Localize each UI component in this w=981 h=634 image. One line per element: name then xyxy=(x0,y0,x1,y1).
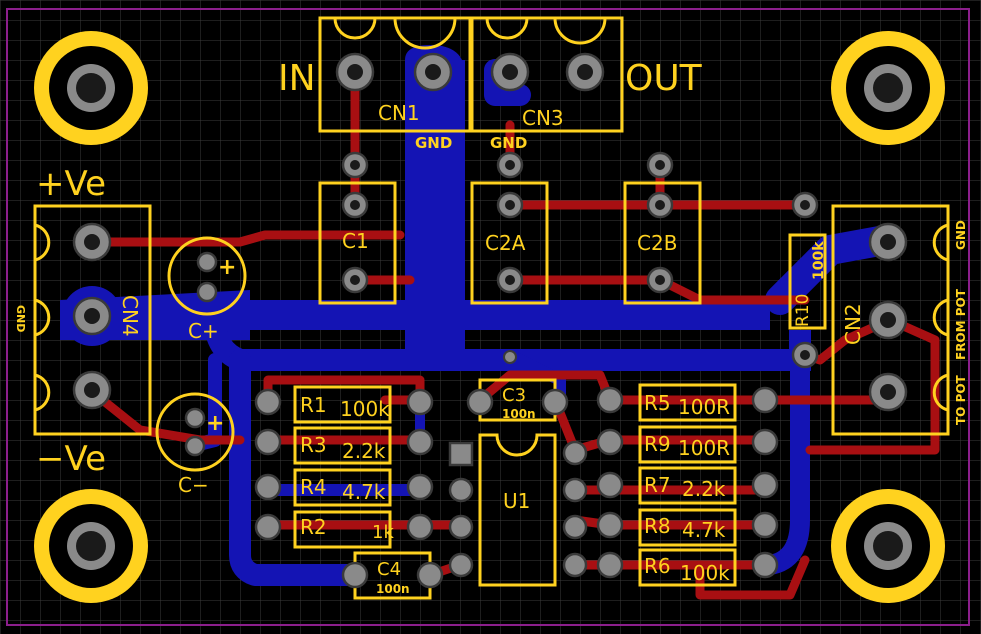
label-in: IN xyxy=(278,58,316,99)
label-r7-value: 2.2k xyxy=(682,477,726,501)
label-r6-value: 100k xyxy=(680,561,730,585)
pads xyxy=(72,52,908,589)
label-r5: R5 xyxy=(644,391,671,415)
label-c3-value: 100n xyxy=(502,407,536,421)
label-cn1: CN1 xyxy=(378,101,420,125)
label-c4-value: 100n xyxy=(376,582,410,596)
silkscreen-text: IN OUT CN1 CN3 GND GND +Ve −Ve CN4 GND C… xyxy=(14,58,968,596)
label-cn4: CN4 xyxy=(118,295,142,337)
label-r5-value: 100R xyxy=(678,395,730,419)
polarity-mark-c-minus: + xyxy=(206,411,224,436)
silkscreen-layer xyxy=(33,16,950,600)
label-pos-ve: +Ve xyxy=(36,164,106,204)
label-c3: C3 xyxy=(502,385,526,406)
label-r2: R2 xyxy=(300,515,327,539)
label-c-plus: C+ xyxy=(188,319,219,343)
label-r1-value: 100k xyxy=(340,397,390,421)
label-cn2-to-pot: TO POT xyxy=(954,374,968,425)
label-gnd-2: GND xyxy=(490,134,527,152)
label-r1: R1 xyxy=(300,393,327,417)
label-r3: R3 xyxy=(300,433,327,457)
mounting-hole-top-left xyxy=(34,31,148,145)
label-r9-value: 100R xyxy=(678,436,730,460)
label-cn2: CN2 xyxy=(841,303,865,345)
label-r4-value: 4.7k xyxy=(342,480,386,504)
mounting-hole-bottom-right xyxy=(831,489,945,603)
board-outline xyxy=(6,8,970,626)
label-r2-value: 1k xyxy=(372,522,394,543)
label-cn4-gnd: GND xyxy=(14,305,27,332)
label-c-minus: C− xyxy=(178,473,209,497)
label-out: OUT xyxy=(625,58,703,99)
label-r3-value: 2.2k xyxy=(342,439,386,463)
polarity-mark-c-plus: + xyxy=(218,255,236,280)
label-c1: C1 xyxy=(342,229,369,253)
label-cn2-gnd: GND xyxy=(954,220,968,250)
mounting-hole-bottom-left xyxy=(34,489,148,603)
label-gnd-1: GND xyxy=(415,134,452,152)
mounting-hole-top-right xyxy=(831,31,945,145)
label-neg-ve: −Ve xyxy=(36,439,106,479)
label-r8: R8 xyxy=(644,514,671,538)
label-cn3: CN3 xyxy=(522,106,564,130)
label-r9: R9 xyxy=(644,432,671,456)
label-r8-value: 4.7k xyxy=(682,518,726,542)
label-r4: R4 xyxy=(300,475,327,499)
label-r10-value: 100k xyxy=(811,241,827,280)
label-c2b: C2B xyxy=(637,231,677,255)
label-u1: U1 xyxy=(503,489,530,513)
label-cn2-from-pot: FROM POT xyxy=(954,288,968,360)
label-r10: R10 xyxy=(793,294,813,327)
label-c2a: C2A xyxy=(485,231,526,255)
label-r6: R6 xyxy=(644,554,671,578)
label-r7: R7 xyxy=(644,473,671,497)
label-c4: C4 xyxy=(377,559,401,580)
